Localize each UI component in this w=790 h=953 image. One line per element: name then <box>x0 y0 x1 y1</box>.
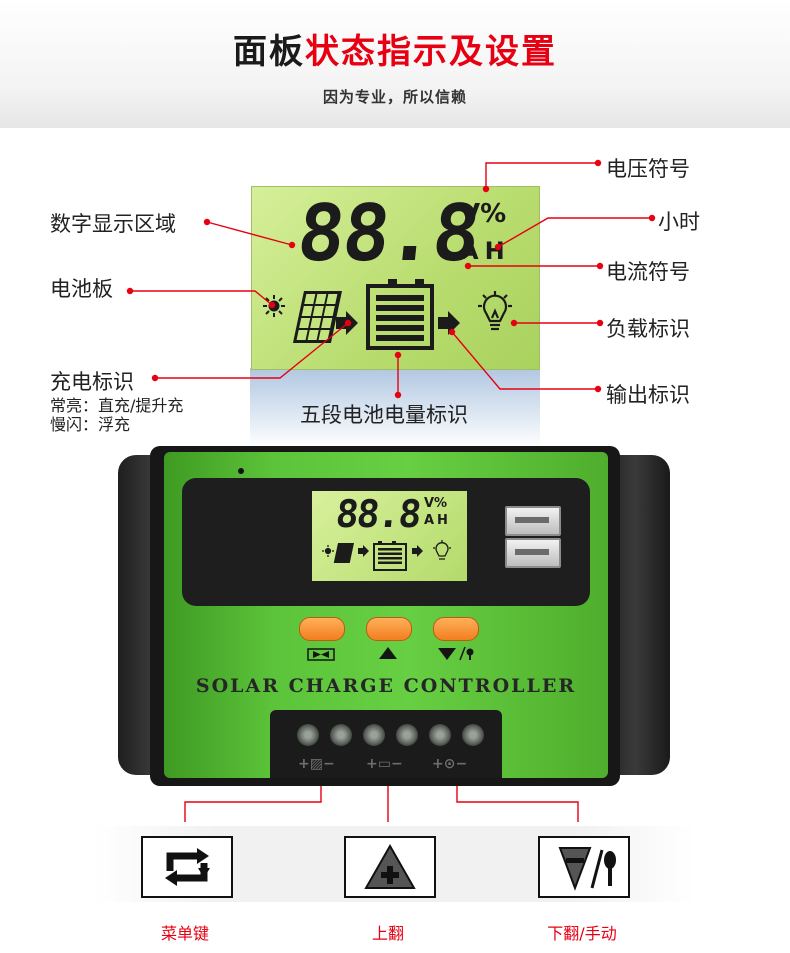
bulb-icon <box>478 291 512 331</box>
page-title: 面板状态指示及设置 <box>0 24 790 73</box>
label-current-symbol: 电流符号 <box>606 260 690 284</box>
menu-cycle-icon <box>165 848 210 886</box>
label-battery-level: 五段电池电量标识 <box>300 403 468 427</box>
usb-port-1[interactable] <box>505 506 561 536</box>
usb-port-2[interactable] <box>505 538 561 568</box>
brand-text: SOLAR CHARGE CONTROLLER <box>195 675 577 697</box>
terminal-label-battery: +▭− <box>366 756 403 772</box>
controller-lcd-unit-bottom: AH <box>424 513 451 528</box>
menu-button[interactable] <box>299 617 345 641</box>
menu-glyph-icon <box>307 648 335 661</box>
solar-panel-icon <box>292 291 342 343</box>
label-output-indicator: 输出标识 <box>606 383 690 407</box>
label-solar-panel: 电池板 <box>50 277 113 301</box>
up-key[interactable] <box>344 836 436 898</box>
lcd-glow <box>250 368 540 448</box>
down-manual-button[interactable] <box>433 617 479 641</box>
label-charge-indicator: 充电标识 <box>50 370 134 394</box>
battery-icon <box>366 279 434 350</box>
up-key-label: 上翻 <box>371 924 404 943</box>
terminal-label-load: +⊙− <box>432 756 468 772</box>
terminal-screw-4 <box>396 724 418 746</box>
terminal-screw-3 <box>363 724 385 746</box>
terminal-screw-5 <box>429 724 451 746</box>
mini-arrow-icon-2 <box>412 545 423 557</box>
indicator-led <box>238 468 244 474</box>
charge-arrow-icon <box>336 311 358 335</box>
label-load-indicator: 负载标识 <box>606 317 690 341</box>
terminal-screw-6 <box>462 724 484 746</box>
header-band <box>0 0 790 128</box>
controller-lcd-unit-top: V% <box>424 496 448 511</box>
controller-lcd-icons <box>322 540 451 571</box>
up-triangle-icon <box>379 647 397 659</box>
label-hour: 小时 <box>658 210 700 234</box>
label-digit-area: 数字显示区域 <box>50 212 176 236</box>
down-manual-glyph-icon <box>438 646 474 661</box>
down-manual-key-label: 下翻/手动 <box>547 924 617 943</box>
lcd-icons <box>263 279 512 350</box>
title-part-2: 状态指示及设置 <box>305 32 557 72</box>
mini-arrow-icon-1 <box>358 545 369 557</box>
label-charge-blink: 慢闪：浮充 <box>50 415 131 434</box>
menu-key[interactable] <box>141 836 233 898</box>
terminal-screw-2 <box>330 724 352 746</box>
button-glyphs <box>307 646 474 661</box>
title-part-1: 面板 <box>233 32 305 72</box>
up-plus-icon <box>364 843 416 889</box>
terminal-screw-1 <box>297 724 319 746</box>
down-manual-key[interactable] <box>538 836 630 898</box>
lcd-voltage-percent: V% <box>460 199 507 229</box>
page-subtitle: 因为专业，所以信赖 <box>322 88 467 106</box>
up-button[interactable] <box>366 617 412 641</box>
lcd-amp-hour: AH <box>460 237 511 265</box>
lcd-display-enlarged: 88.8 V% AH <box>251 186 540 370</box>
down-manual-icon <box>558 847 616 891</box>
controller-lcd: 88.8 V% AH <box>312 491 467 581</box>
mini-battery-icon <box>373 541 407 571</box>
label-voltage-symbol: 电压符号 <box>606 157 690 181</box>
mini-solar-panel-icon <box>333 543 354 563</box>
terminal-label-solar: +▨− <box>298 756 335 772</box>
menu-key-label: 菜单键 <box>160 924 209 943</box>
label-charge-steady: 常亮：直充/提升充 <box>50 396 184 415</box>
mini-bulb-icon <box>433 540 451 560</box>
mini-sun-icon <box>322 545 334 557</box>
